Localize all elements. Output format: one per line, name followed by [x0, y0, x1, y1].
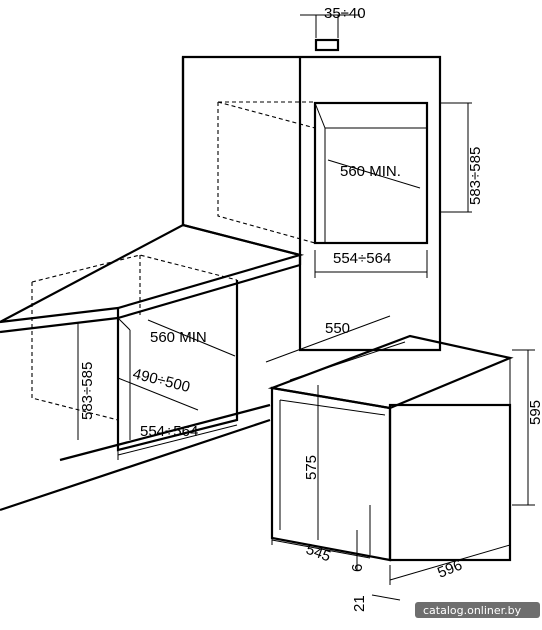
- label-oven-offset: 6: [349, 564, 366, 572]
- dimension-lines: [77, 14, 535, 601]
- label-top-gap: 35÷40: [324, 5, 366, 22]
- watermark: catalog.onliner.by: [415, 602, 540, 618]
- label-upper-depth: 560 MIN.: [340, 163, 401, 180]
- label-lower-height: 583÷585: [79, 362, 96, 420]
- label-upper-height: 583÷585: [467, 147, 484, 205]
- label-oven-front: 21: [351, 595, 368, 612]
- label-oven-body-depth: 545: [304, 541, 333, 566]
- column-cabinet: [181, 38, 442, 352]
- label-lower-depth: 560 MIN: [150, 329, 207, 346]
- label-lower-width: 554÷564: [140, 423, 198, 440]
- label-upper-width: 554÷564: [333, 250, 391, 267]
- label-oven-depth: 550: [325, 320, 350, 337]
- worktop: [0, 223, 305, 512]
- label-lower-inner-depth: 490÷500: [131, 365, 192, 396]
- upper-niche: [313, 101, 429, 245]
- label-oven-body-height: 575: [303, 455, 320, 480]
- lower-niche: [31, 254, 239, 452]
- watermark-text: catalog.onliner.by: [423, 604, 522, 617]
- oven-unit: [267, 334, 514, 562]
- label-oven-height: 595: [527, 400, 542, 425]
